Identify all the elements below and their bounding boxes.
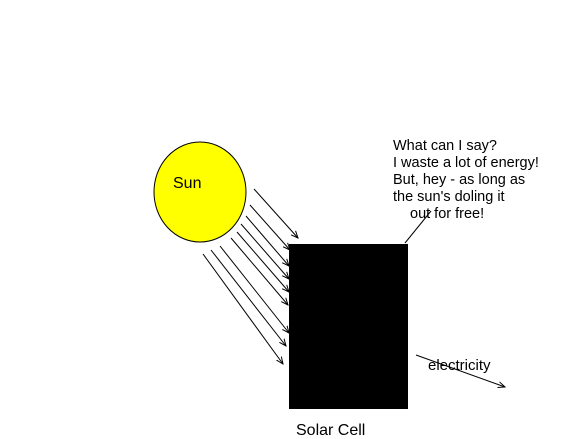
speech-line: the sun's doling it (393, 189, 505, 205)
speech-line: out for free! (410, 206, 485, 222)
sunlight-ray (210, 249, 286, 346)
sunlight-ray (240, 223, 289, 279)
electricity-arrow (415, 354, 505, 387)
sun-circle (153, 141, 247, 243)
electricity-label: electricity (428, 357, 491, 374)
sunlight-ray (202, 253, 283, 364)
speech-line: But, hey - as long as (393, 172, 526, 188)
sun-label: Sun (173, 175, 202, 192)
sunlight-ray (249, 204, 290, 250)
sunlight-ray (236, 231, 289, 292)
sunlight-ray (245, 215, 289, 266)
speech-text: What can I say? I waste a lot of energy!… (393, 138, 539, 223)
solar-cell-block (289, 244, 408, 409)
sunlight-ray (219, 245, 289, 333)
speech-line: What can I say? (393, 138, 497, 154)
sunlight-rays (202, 188, 298, 364)
speech-pointer-line (404, 210, 432, 244)
sunlight-ray (230, 237, 288, 305)
speech-line: I waste a lot of energy! (393, 155, 539, 171)
solar-cell-label: Solar Cell (296, 422, 366, 439)
sunlight-ray (253, 188, 298, 238)
